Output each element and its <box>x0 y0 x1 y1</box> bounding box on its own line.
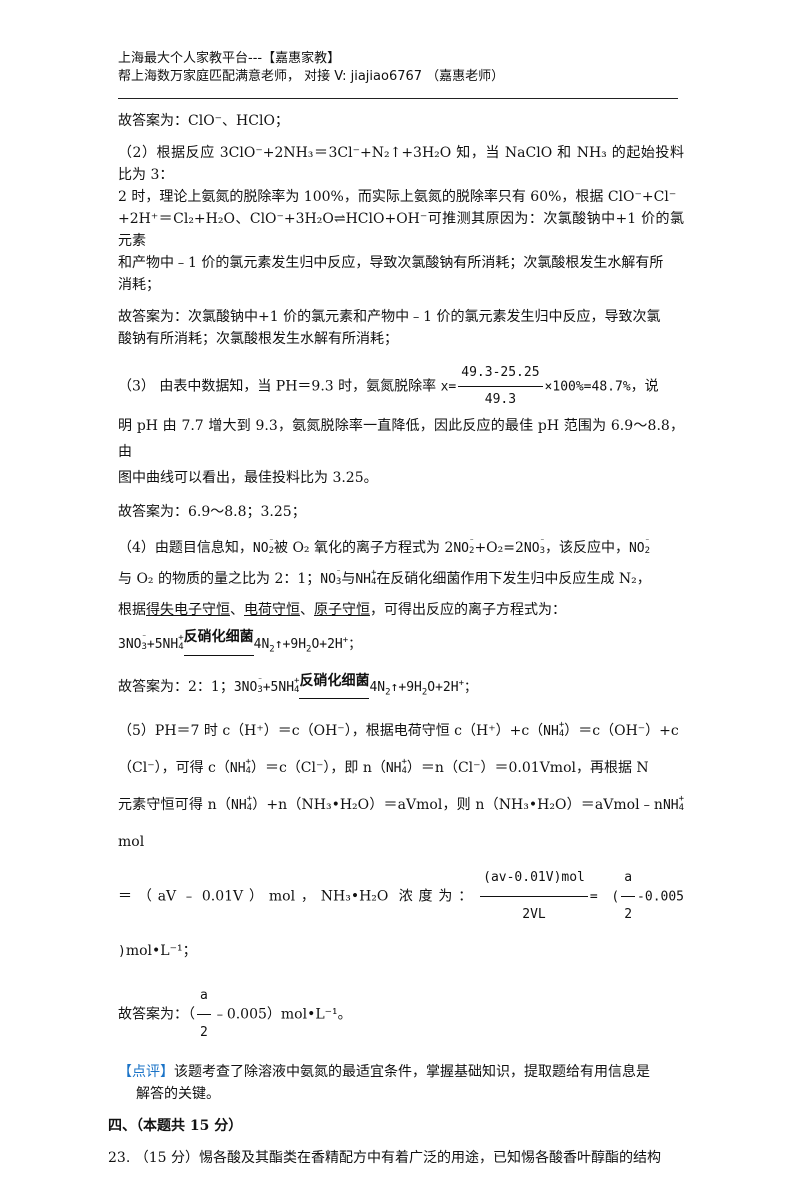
q5-l1-b: ）＝c（OH⁻）+c <box>564 723 679 739</box>
header-line-1: 上海最大个人家教平台---【嘉惠家教】 <box>118 51 341 66</box>
q5-nh4-3: NH+4 <box>385 756 407 776</box>
question-3: （3） 由表中数据知，当 PH＝9.3 时，氨氮脱除率 x=49.3-25.25… <box>118 360 684 523</box>
q2-line-b: 2 时，理论上氨氮的脱除率为 100%，而实际上氨氮的脱除率只有 60%，根据 … <box>118 189 677 205</box>
header-line-2: 帮上海数万家庭匹配满意老师， 对接 V: jiajiao6767 （嘉惠老师） <box>118 69 505 84</box>
q3-x-label: x= <box>440 379 457 395</box>
q5-l1-a: （5）PH＝7 时 c（H⁺）＝c（OH⁻），根据电荷守恒 c（H⁺）+c（ <box>118 723 544 739</box>
q3-fraction: 49.3-25.25 49.3 <box>458 360 543 413</box>
q2-line-e: 消耗； <box>118 277 160 293</box>
q5-l2-c: ）＝n（Cl⁻）＝0.01Vmol，再根据 N <box>406 760 649 776</box>
q5-l4-a: ＝（aV﹣0.01V）mol，NH₃•H₂O 浓度为： <box>118 888 479 905</box>
question-5: （5）PH＝7 时 c（H⁺）＝c（OH⁻），根据电荷守恒 c（H⁺）+c（NH… <box>118 713 684 1051</box>
q5-l2-a: （Cl⁻），可得 c（ <box>118 760 230 776</box>
q5-answer-pre: 故答案为：（ <box>118 1006 195 1023</box>
q3-frac-den: 49.3 <box>484 392 517 407</box>
q3-line-b: 明 pH 由 7.7 增大到 9.3，氨氮脱除率一直降低，因此反应的最佳 pH … <box>118 418 684 460</box>
q3-percent: ×100%=48.7% <box>544 379 631 395</box>
q4-l2-c: 在反硝化细菌作用下发生归中反应生成 N₂， <box>376 571 651 587</box>
page-header: 上海最大个人家教平台---【嘉惠家教】 帮上海数万家庭匹配满意老师， 对接 V:… <box>118 50 504 86</box>
q3-line-a-pre: （3） 由表中数据知，当 PH＝9.3 时，氨氮脱除率 <box>118 378 437 395</box>
q4-condition-1: 反硝化细菌 <box>183 622 254 656</box>
q5-l3-b: ）+n（NH₃•H₂O）＝aVmol，则 n（NH₃•H₂O）＝aVmol﹣n <box>252 797 663 813</box>
question-2: （2）根据反应 3ClO⁻+2NH₃＝3Cl⁻+N₂↑+3H₂O 知，当 NaC… <box>118 142 684 350</box>
q4-no2-ion-1: NO⁻2 <box>252 536 274 556</box>
q2-answer-a: 故答案为：次氯酸钠中+1 价的氯元素和产物中﹣1 价的氯元素发生归中反应，导致次… <box>118 309 661 325</box>
comment-tag: 【点评】 <box>118 1064 174 1080</box>
q4-no3-ion-1: NO⁻3 <box>523 536 545 556</box>
q4-l1-b: 被 O₂ 氧化的离子方程式为 2 <box>274 540 454 556</box>
q4-no2-ion-2: NO⁻2 <box>453 536 475 556</box>
document-body: 故答案为：ClO⁻、HClO； （2）根据反应 3ClO⁻+2NH₃＝3Cl⁻+… <box>108 110 684 1179</box>
q5-nh4-2: NH+4 <box>229 756 251 776</box>
q2-answer-b: 酸钠有所消耗；次氯酸根发生水解有所消耗； <box>118 331 398 347</box>
q3-frac-num: 49.3-25.25 <box>458 360 543 387</box>
question-23: 23. （15 分）惕各酸及其酯类在香精配方中有着广泛的用途，已知惕各酸香叶醇酯… <box>108 1150 661 1166</box>
q4-no2-ion-3: NO⁻2 <box>628 536 651 556</box>
q3-line-c: 图中曲线可以看出，最佳投料比为 3.25。 <box>118 470 378 486</box>
q5-answer-post: ﹣0.005）mol•L⁻¹。 <box>212 1006 352 1023</box>
answer-1: 故答案为：ClO⁻、HClO； <box>118 113 289 129</box>
section-4-heading: 四、（本题共 15 分） <box>108 1118 243 1134</box>
q4-l2-b: 与 <box>341 571 356 587</box>
q4-l2-a: 与 O₂ 的物质的量之比为 2：1； <box>118 571 321 587</box>
q4-answer-pre: 故答案为：2：1； <box>118 679 234 695</box>
q3-line-a-end: ，说 <box>630 378 659 395</box>
q3-answer: 故答案为：6.9～8.8；3.25； <box>118 504 306 520</box>
q4-nh4-ion-1: NH+4 <box>355 567 377 587</box>
q4-no3-ion-2: NO⁻3 <box>320 567 342 587</box>
q2-line-a: （2）根据反应 3ClO⁻+2NH₃＝3Cl⁻+N₂↑+3H₂O 知，当 NaC… <box>118 145 684 183</box>
q2-line-c: +2H⁺＝Cl₂+H₂O、ClO⁻+3H₂O⇌HClO+OH⁻可推测其原因为：次… <box>118 211 684 249</box>
q5-l2-b: ）＝c（Cl⁻），即 n（ <box>250 760 386 776</box>
q5-nh4-1: NH+4 <box>543 719 565 739</box>
comment-text-a: 该题考查了除溶液中氨氮的最适宜条件，掌握基础知识，提取题给有用信息是 <box>174 1064 650 1080</box>
question-4: （4）由题目信息知，NO⁻2被 O₂ 氧化的离子方程式为 2NO⁻2+O₂=2N… <box>118 533 684 703</box>
q5-l3-c: mol <box>118 834 145 850</box>
q4-l1-d: ，该反应中， <box>544 540 629 556</box>
q5-l3-a: 元素守恒可得 n（ <box>118 797 232 813</box>
q2-line-d: 和产物中﹣1 价的氯元素发生归中反应，导致次氯酸钠有所消耗；次氯酸根发生水解有所 <box>118 255 664 271</box>
q4-condition-2: 反硝化细菌 <box>299 666 370 699</box>
q4-l1-a: （4）由题目信息知， <box>118 540 253 556</box>
q4-l3: 根据得失电子守恒、电荷守恒、原子守恒，可得出反应的离子方程式为： <box>118 602 566 618</box>
q5-nh4-4: NH+4 <box>231 793 253 813</box>
header-divider <box>118 98 678 99</box>
q4-l1-c: +O₂=2 <box>474 540 524 556</box>
comment-text-b: 解答的关键。 <box>136 1086 220 1102</box>
q5-nh4-5: NH+4 <box>662 793 685 813</box>
comment: 【点评】该题考查了除溶液中氨氮的最适宜条件，掌握基础知识，提取题给有用信息是 解… <box>118 1061 684 1105</box>
